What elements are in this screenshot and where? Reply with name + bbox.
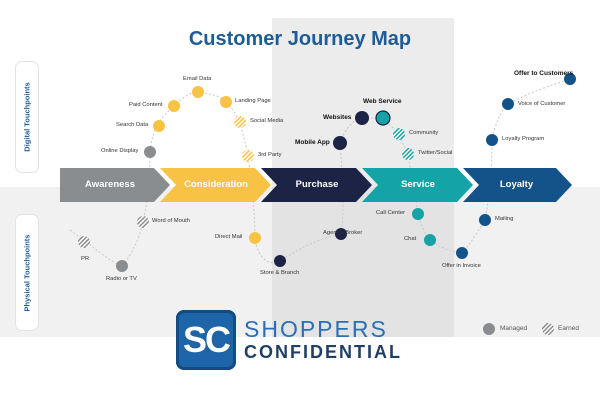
touchpoint-email-data-dot xyxy=(192,86,204,98)
touchpoint-agent-broker-dot xyxy=(335,228,347,240)
touchpoint-label: Search Data xyxy=(116,122,149,128)
touchpoint-label: Twitter/Social xyxy=(418,150,453,156)
touchpoint-label: Radio or TV xyxy=(106,276,137,282)
stage-label-service: Service xyxy=(401,179,435,190)
touchpoint-label: Websites xyxy=(323,114,352,121)
touchpoint-label: Direct Mail xyxy=(215,234,243,240)
digital-side-tab: Digital Touchpoints xyxy=(16,62,38,172)
touchpoint-label: Voice of Customer xyxy=(518,101,566,107)
touchpoint-radio-or-tv-dot xyxy=(116,260,128,272)
touchpoint-landing-page-dot xyxy=(220,96,232,108)
touchpoint-label: Store & Branch xyxy=(260,270,300,276)
touchpoint-voice-of-customer-dot xyxy=(502,98,514,110)
touchpoint-web-service-dot xyxy=(375,110,391,126)
touchpoint-label: Paid Content xyxy=(129,102,163,108)
touchpoint-offer-to-customers-dot xyxy=(564,73,576,85)
touchpoint-twitter-social-dot xyxy=(402,148,414,160)
touchpoint-label: Offer in Invoice xyxy=(442,263,481,269)
digital-band xyxy=(0,0,600,187)
stage-label-loyalty: Loyalty xyxy=(499,179,534,190)
brand-name-line2: CONFIDENTIAL xyxy=(244,342,402,362)
touchpoint-label: Offer to Customers xyxy=(514,70,574,77)
legend-managed-label: Managed xyxy=(500,325,528,332)
touchpoint-3rd-party-dot xyxy=(242,150,254,162)
touchpoint-label: Social Media xyxy=(250,118,284,124)
physical-band xyxy=(0,187,600,337)
touchpoint-social-media-dot xyxy=(234,116,246,128)
touchpoint-pr-dot xyxy=(78,236,90,248)
touchpoint-online-display-dot xyxy=(144,146,156,158)
brand-name-line1: SHOPPERS xyxy=(244,316,388,342)
touchpoint-offer-in-invoice-dot xyxy=(456,247,468,259)
touchpoint-label: Call Center xyxy=(376,210,405,216)
touchpoint-chat-dot xyxy=(424,234,436,246)
stage-arrow-awareness xyxy=(60,168,170,202)
stage-arrow-service xyxy=(362,168,473,202)
touchpoint-label: Agent & Broker xyxy=(323,230,363,236)
touchpoint-label: Landing Page xyxy=(235,98,271,104)
touchpoint-word-of-mouth-dot xyxy=(137,216,149,228)
stage-label-consideration: Consideration xyxy=(184,179,248,190)
touchpoint-mailing-dot xyxy=(479,214,491,226)
legend-managed-dot xyxy=(483,323,495,335)
touchpoint-label: PR xyxy=(81,256,90,262)
brand-initials: SC xyxy=(182,319,231,360)
touchpoint-label: Chat xyxy=(404,236,417,242)
touchpoint-mobile-app-dot xyxy=(333,136,347,150)
touchpoint-label: Word of Mouth xyxy=(152,218,190,224)
touchpoint-label: Online Display xyxy=(101,148,139,154)
touchpoint-loyalty-program-dot xyxy=(486,134,498,146)
touchpoint-community-dot xyxy=(393,128,405,140)
touchpoint-call-center-dot xyxy=(412,208,424,220)
touchpoint-label: 3rd Party xyxy=(258,152,282,158)
brand-logo: SC xyxy=(176,310,236,370)
stage-arrow-loyalty xyxy=(463,168,572,202)
touchpoint-label: Web Service xyxy=(363,98,402,105)
touchpoint-paid-content-dot xyxy=(168,100,180,112)
touchpoint-websites-dot xyxy=(355,111,369,125)
touchpoint-label: Community xyxy=(409,130,439,136)
physical-side-tab: Physical Touchpoints xyxy=(16,215,38,330)
touchpoint-label: Mailing xyxy=(495,216,514,222)
stage-label-awareness: Awareness xyxy=(85,179,135,190)
stage-arrow-purchase xyxy=(261,168,372,202)
touchpoint-search-data-dot xyxy=(153,120,165,132)
page-title: Customer Journey Map xyxy=(188,28,412,50)
touchpoint-direct-mail-dot xyxy=(249,232,261,244)
stage-arrow-consideration xyxy=(160,168,271,202)
touchpoint-label: Loyalty Program xyxy=(502,136,545,142)
touchpoint-label: Email Data xyxy=(183,76,212,82)
touchpoint-store-branch-dot xyxy=(274,255,286,267)
touchpoint-label: Mobile App xyxy=(295,139,330,146)
legend-earned-label: Earned xyxy=(558,325,579,332)
stage-label-purchase: Purchase xyxy=(295,179,339,190)
legend-earned-dot xyxy=(542,323,554,335)
